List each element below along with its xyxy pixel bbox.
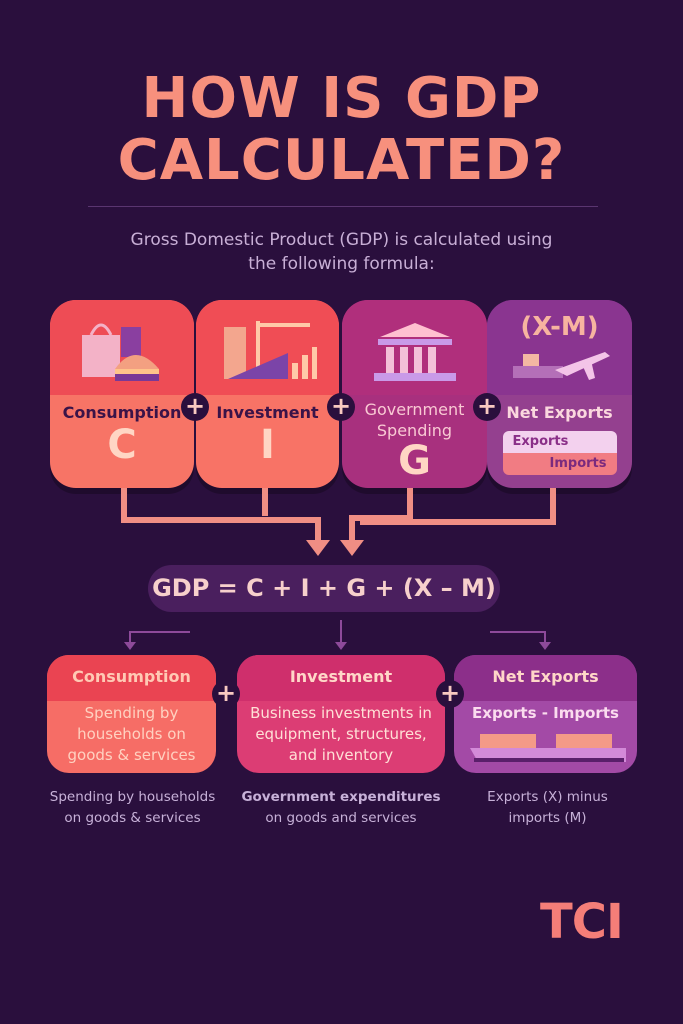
logo: TCI <box>540 894 624 950</box>
card-net-exports: (X-M) Net Exports Exports Imports <box>487 300 632 488</box>
ship-plane-icon <box>512 351 610 380</box>
detail-card-consumption: Consumption Spending by households on go… <box>47 655 216 773</box>
component-label: Government Spending <box>364 400 465 440</box>
formula: GDP = C + I + G + (X – M) <box>148 565 500 612</box>
subtitle-line-1: Gross Domestic Product (GDP) is calculat… <box>130 230 553 250</box>
construction-crane-icon <box>196 300 339 395</box>
subtitle-line-2: the following formula: <box>248 254 435 274</box>
cargo-ship-icon <box>469 734 637 762</box>
detail-body: Exports - Imports <box>472 704 619 722</box>
shopping-bag-burger-icon <box>50 300 194 395</box>
caption-government: Government expenditures on goods and serv… <box>230 787 452 829</box>
plus-icon: + <box>181 393 209 421</box>
component-symbol: I <box>260 422 275 468</box>
title-line-1: HOW IS GDP <box>141 66 542 131</box>
plus-icon: + <box>436 680 464 708</box>
detail-header: Investment <box>237 655 445 701</box>
divider <box>88 206 598 207</box>
government-building-icon <box>342 300 487 395</box>
caption-line: on goods & services <box>64 810 201 826</box>
caption-line: imports (M) <box>508 810 587 826</box>
component-label: Consumption <box>62 403 182 422</box>
plus-icon: + <box>327 393 355 421</box>
caption-line: Spending by households <box>49 789 216 805</box>
detail-card-net-exports: Net Exports Exports - Imports <box>454 655 637 773</box>
caption-line: on goods and services <box>265 810 417 826</box>
component-label: Net Exports <box>506 403 613 422</box>
plus-icon: + <box>473 393 501 421</box>
component-label: Investment <box>216 403 319 422</box>
detail-header: Net Exports <box>454 655 637 701</box>
component-symbol: C <box>107 422 137 468</box>
title-line-2: CALCULATED? <box>117 128 566 193</box>
caption-net-exports: Exports (X) minus imports (M) <box>460 787 635 829</box>
detail-card-investment: Investment Business investments in equip… <box>237 655 445 773</box>
caption-consumption: Spending by households on goods & service… <box>30 787 235 829</box>
down-arrows <box>124 620 551 650</box>
exports-label: Exports <box>502 431 617 453</box>
detail-header: Consumption <box>47 655 216 701</box>
caption-line: Government expenditures <box>241 789 441 805</box>
subtitle: Gross Domestic Product (GDP) is calculat… <box>0 228 683 276</box>
connector-arrows <box>121 488 556 556</box>
component-symbol: (X-M) <box>520 311 599 342</box>
detail-body: Business investments in equipment, struc… <box>250 704 432 764</box>
plus-icon: + <box>212 680 240 708</box>
component-symbol: G <box>398 438 431 484</box>
detail-body: Spending by households on goods & servic… <box>67 704 196 764</box>
caption-line: Exports (X) minus <box>487 789 608 805</box>
imports-label: Imports <box>502 453 617 475</box>
